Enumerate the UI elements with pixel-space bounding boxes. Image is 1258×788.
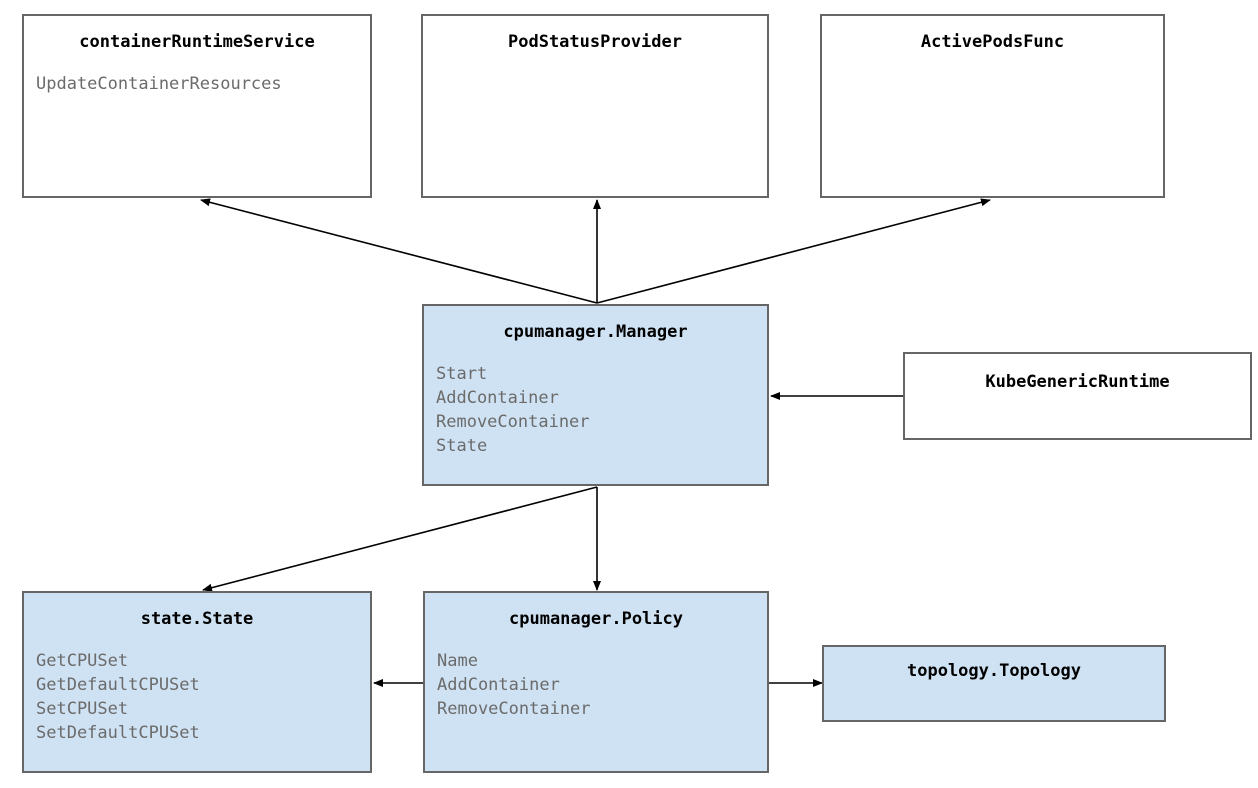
node-title: cpumanager.Policy bbox=[509, 609, 683, 629]
edge-manager-to-activePodsFunc bbox=[596, 198, 991, 304]
node-title: topology.Topology bbox=[907, 661, 1081, 681]
node-title: ActivePodsFunc bbox=[920, 32, 1065, 52]
member-item: Name bbox=[437, 651, 478, 671]
member-item: AddContainer bbox=[437, 675, 560, 695]
edge-manager-to-stateState bbox=[202, 486, 598, 592]
node-members: UpdateContainerResources bbox=[24, 72, 370, 96]
node-topology-topology[interactable]: topology.Topology bbox=[822, 645, 1166, 722]
node-title: KubeGenericRuntime bbox=[985, 372, 1170, 392]
member-item: SetCPUSet bbox=[36, 699, 129, 719]
member-item: State bbox=[436, 436, 488, 456]
node-pod-status-provider[interactable]: PodStatusProvider bbox=[421, 14, 769, 198]
node-active-pods-func[interactable]: ActivePodsFunc bbox=[820, 14, 1165, 198]
node-title: state.State bbox=[140, 609, 254, 629]
member-item: SetDefaultCPUSet bbox=[36, 723, 200, 743]
node-container-runtime-service[interactable]: containerRuntimeService UpdateContainerR… bbox=[22, 14, 372, 198]
node-cpumanager-policy[interactable]: cpumanager.Policy Name AddContainer Remo… bbox=[423, 591, 769, 773]
member-item: RemoveContainer bbox=[436, 412, 590, 432]
node-members: Name AddContainer RemoveContainer bbox=[425, 649, 767, 721]
member-item: GetCPUSet bbox=[36, 651, 129, 671]
member-item: UpdateContainerResources bbox=[36, 74, 282, 94]
node-members: Start AddContainer RemoveContainer State bbox=[424, 362, 767, 458]
member-item: GetDefaultCPUSet bbox=[36, 675, 200, 695]
node-members: GetCPUSet GetDefaultCPUSet SetCPUSet Set… bbox=[24, 649, 370, 745]
edge-manager-to-containerRuntimeService bbox=[200, 198, 598, 304]
node-cpumanager-manager[interactable]: cpumanager.Manager Start AddContainer Re… bbox=[422, 304, 769, 486]
node-title: cpumanager.Manager bbox=[503, 322, 688, 342]
member-item: RemoveContainer bbox=[437, 699, 591, 719]
member-item: AddContainer bbox=[436, 388, 559, 408]
node-title: PodStatusProvider bbox=[508, 32, 682, 52]
member-item: Start bbox=[436, 364, 488, 384]
node-title: containerRuntimeService bbox=[79, 32, 315, 52]
node-state-state[interactable]: state.State GetCPUSet GetDefaultCPUSet S… bbox=[22, 591, 372, 773]
node-kube-generic-runtime[interactable]: KubeGenericRuntime bbox=[903, 352, 1252, 440]
